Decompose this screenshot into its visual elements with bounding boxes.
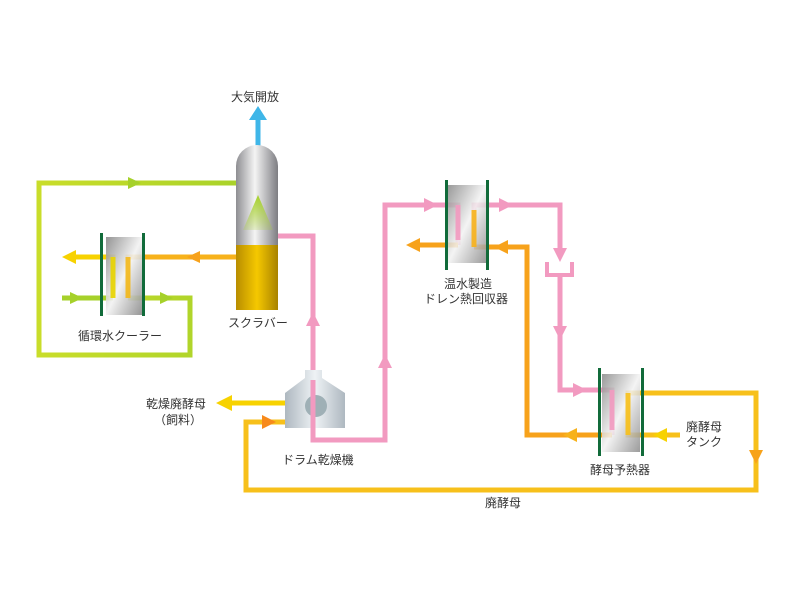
arrow-down-icon (553, 326, 567, 340)
drain-recovery-label-line1: 温水製造 (444, 277, 492, 291)
arrow-left-icon (187, 251, 200, 263)
arrow-left-icon (494, 240, 508, 254)
feed-label: （飼料） (154, 412, 202, 427)
dried-yeast-label: 乾燥廃酵母 (146, 396, 206, 411)
arrow-down-icon (553, 248, 567, 262)
drain-trap-icon (545, 262, 574, 277)
arrow-up-icon (249, 106, 267, 120)
waste-yeast-tank-label-line1: 廃酵母 (686, 419, 722, 434)
scrubber-label: スクラバー (228, 316, 288, 330)
arrow-left-icon (406, 238, 420, 252)
arrow-right-icon (499, 198, 513, 212)
cooler-label: 循環水クーラー (78, 329, 162, 343)
atmosphere-release-label: 大気開放 (231, 89, 279, 104)
arrow-down-icon (749, 450, 763, 464)
drum-dryer (285, 370, 345, 440)
arrow-left-icon (62, 250, 76, 264)
waste-yeast-tank-label-line2: タンク (686, 435, 722, 449)
arrow-right-icon (128, 177, 141, 189)
arrow-up-icon (306, 312, 320, 326)
drain-recovery-label-line2: ドレン熱回収器 (424, 292, 508, 306)
yeast-preheater (598, 368, 644, 456)
arrow-right-icon (160, 292, 173, 304)
drain-heat-recovery-exchanger (445, 180, 489, 270)
arrow-right-icon (424, 198, 438, 212)
drum-dryer-label: ドラム乾燥機 (282, 452, 354, 467)
spray-nozzle-icon (243, 195, 273, 230)
exhaust-arrow (249, 106, 267, 147)
arrow-left-icon (653, 428, 667, 442)
arrow-right-icon (573, 383, 587, 397)
yeast-preheater-label: 酵母予熱器 (590, 463, 650, 477)
arrow-left-icon (563, 428, 577, 442)
arrow-left-icon (216, 395, 232, 411)
arrow-up-icon (378, 354, 392, 368)
arrow-right-icon (262, 415, 276, 429)
arrow-right-icon (70, 292, 83, 304)
hot-water-line (62, 250, 236, 298)
waste-yeast-label: 廃酵母 (485, 495, 521, 510)
scrubber (236, 145, 278, 310)
circulating-water-cooler (100, 233, 145, 316)
